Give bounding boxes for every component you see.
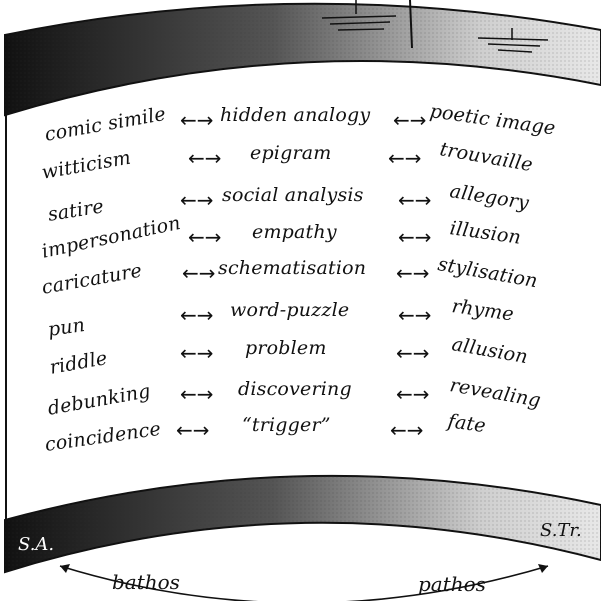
double-arrow-left: ←→: [188, 225, 222, 249]
middle-term: hidden analogy: [220, 104, 371, 126]
double-arrow-right: ←→: [396, 261, 430, 285]
corner-label-left: S.A.: [18, 534, 55, 555]
double-arrow-left: ←→: [180, 188, 214, 212]
double-arrow-left: ←→: [188, 146, 222, 170]
double-arrow-left: ←→: [180, 303, 214, 327]
middle-term: discovering: [238, 378, 352, 400]
middle-term: epigram: [250, 142, 332, 164]
double-arrow-right: ←→: [398, 188, 432, 212]
bathos-pathos-arrow: [59, 565, 549, 601]
middle-term: schematisation: [218, 257, 367, 279]
double-arrow-right: ←→: [398, 225, 432, 249]
pathos-label: pathos: [418, 572, 486, 596]
double-arrow-right: ←→: [388, 146, 422, 170]
middle-term: social analysis: [222, 184, 364, 206]
double-arrow-left: ←→: [180, 108, 214, 132]
bathos-label: bathos: [112, 570, 180, 594]
middle-term: “trigger”: [242, 414, 331, 436]
double-arrow-right: ←→: [396, 341, 430, 365]
middle-term: problem: [245, 337, 327, 359]
corner-label-right: S.Tr.: [540, 520, 582, 541]
double-arrow-left: ←→: [182, 261, 216, 285]
double-arrow-right: ←→: [396, 382, 430, 406]
double-arrow-left: ←→: [180, 382, 214, 406]
middle-term: word-puzzle: [230, 299, 350, 321]
double-arrow-right: ←→: [398, 303, 432, 327]
double-arrow-right: ←→: [390, 418, 424, 442]
double-arrow-right: ←→: [393, 108, 427, 132]
double-arrow-left: ←→: [180, 341, 214, 365]
double-arrow-left: ←→: [176, 418, 210, 442]
middle-term: empathy: [252, 221, 337, 243]
